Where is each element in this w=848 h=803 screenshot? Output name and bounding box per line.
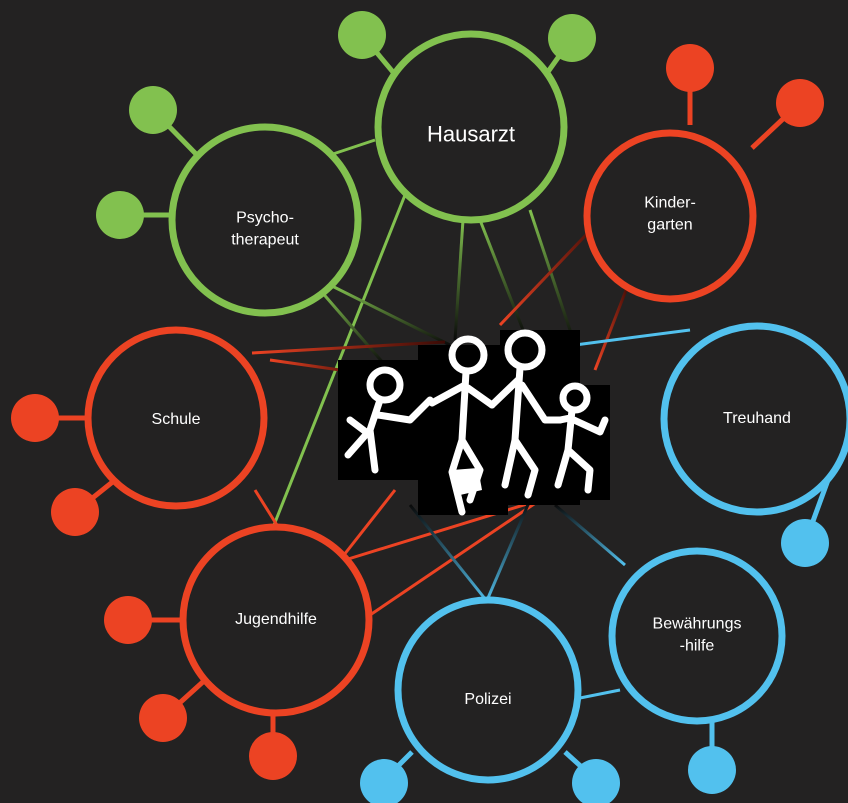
satellite-dot [360,759,408,803]
node-polizei [394,596,582,784]
connector [453,219,465,341]
connector [318,289,387,366]
connector [253,489,282,531]
satellite-dot [249,732,297,780]
satellite-dot [548,14,596,62]
node-bewaehrung [608,547,786,725]
label-bewaehrung: Bewährungs -hilfe [652,615,742,655]
connector [554,503,626,567]
satellite-dot [781,519,829,567]
satellite-dot [688,746,736,794]
node-schule [84,326,268,510]
satellite-dot [51,488,99,536]
satellite-dot [11,394,59,442]
connector [329,138,376,157]
family-icon [338,329,610,516]
label-treuhand: Treuhand [723,409,791,427]
connector [574,328,691,347]
label-hausarzt: Hausarzt [426,121,516,147]
node-psycho [168,123,362,317]
satellite-dot [139,694,187,742]
node-treuhand [660,322,848,516]
label-psycho: Psycho- therapeut [231,209,299,249]
connector [329,283,451,347]
connector [593,279,632,371]
label-schule: Schule [151,410,201,428]
connector [408,504,492,606]
label-jugend: Jugendhilfe [235,610,317,628]
connector [478,219,527,336]
satellite-dot [666,44,714,92]
label-polizei: Polizei [464,690,512,708]
connector [338,489,397,561]
satellite-dot [776,79,824,127]
satellite-dot [129,86,177,134]
node-jugend [179,523,373,717]
satellite-dot [572,759,620,803]
node-hausarzt [374,30,568,224]
connector [528,209,577,346]
satellite-dot [338,11,386,59]
connector [483,499,532,606]
satellite-dot [96,191,144,239]
satellite-dot [104,596,152,644]
connector [369,498,541,617]
label-kinder: Kinder- garten [644,194,696,234]
node-kinder [583,129,757,303]
connector [251,340,446,355]
